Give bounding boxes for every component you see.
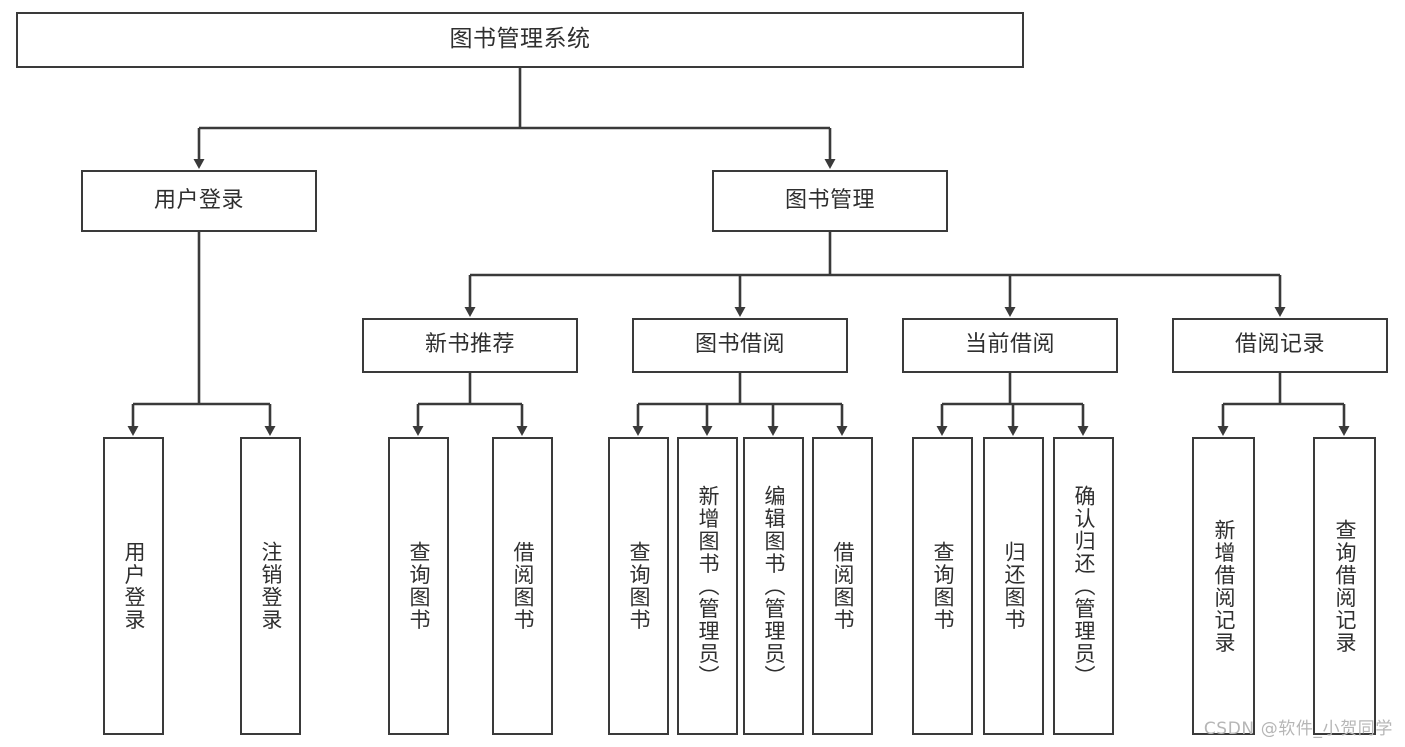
node-root-system[interactable]: 图书管理系统 xyxy=(16,12,1024,68)
node-label: 图书管理 xyxy=(784,187,875,213)
node-borrow-record[interactable]: 借阅记录 xyxy=(1172,318,1388,373)
leaf-user-login[interactable]: 用户登录 xyxy=(103,437,164,735)
leaf-query-book-borrow[interactable]: 查询图书 xyxy=(608,437,669,735)
leaf-borrow-book[interactable]: 借阅图书 xyxy=(812,437,873,735)
node-label: 借阅图书 xyxy=(510,541,535,631)
node-label: 当前借阅 xyxy=(964,332,1055,358)
leaf-logout[interactable]: 注销登录 xyxy=(240,437,301,735)
node-label: 新书推荐 xyxy=(424,332,515,358)
node-label: 查询借阅记录 xyxy=(1332,518,1357,654)
node-label: 借阅图书 xyxy=(830,541,855,631)
node-label: 确认归还（管理员） xyxy=(1071,484,1096,688)
node-label: 用户登录 xyxy=(153,187,244,213)
node-label: 借阅记录 xyxy=(1234,332,1325,358)
node-book-management[interactable]: 图书管理 xyxy=(712,170,948,232)
leaf-confirm-return[interactable]: 确认归还（管理员） xyxy=(1053,437,1114,735)
node-label: 新增图书（管理员） xyxy=(695,484,720,688)
node-label: 查询图书 xyxy=(406,541,431,631)
leaf-edit-book[interactable]: 编辑图书（管理员） xyxy=(743,437,804,735)
node-user-login[interactable]: 用户登录 xyxy=(81,170,317,232)
node-label: 新增借阅记录 xyxy=(1211,518,1236,654)
node-new-book-recommend[interactable]: 新书推荐 xyxy=(362,318,578,373)
node-label: 归还图书 xyxy=(1001,541,1026,631)
node-label: 注销登录 xyxy=(258,541,283,631)
node-label: 用户登录 xyxy=(121,541,146,631)
node-label: 查询图书 xyxy=(930,541,955,631)
node-book-borrow[interactable]: 图书借阅 xyxy=(632,318,848,373)
leaf-borrow-book-recommend[interactable]: 借阅图书 xyxy=(492,437,553,735)
node-label: 图书管理系统 xyxy=(449,26,591,53)
leaf-return-book[interactable]: 归还图书 xyxy=(983,437,1044,735)
leaf-add-borrow-record[interactable]: 新增借阅记录 xyxy=(1192,437,1255,735)
node-label: 查询图书 xyxy=(626,541,651,631)
leaf-query-book-current[interactable]: 查询图书 xyxy=(912,437,973,735)
node-current-borrow[interactable]: 当前借阅 xyxy=(902,318,1118,373)
leaf-query-book-recommend[interactable]: 查询图书 xyxy=(388,437,449,735)
node-label: 编辑图书（管理员） xyxy=(761,484,786,688)
node-label: 图书借阅 xyxy=(694,332,785,358)
leaf-query-borrow-record[interactable]: 查询借阅记录 xyxy=(1313,437,1376,735)
leaf-add-book[interactable]: 新增图书（管理员） xyxy=(677,437,738,735)
